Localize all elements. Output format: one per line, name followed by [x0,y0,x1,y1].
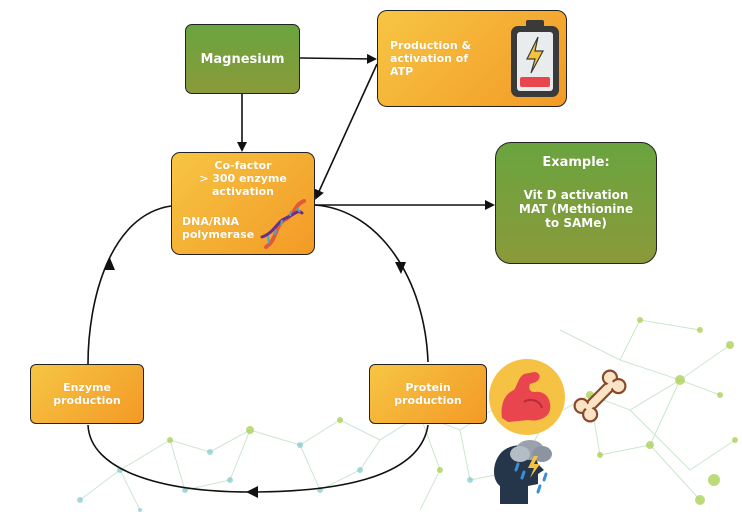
protein-production-node: Protein production [369,364,487,424]
cycle-arc-enzyme-to-cofactor [87,205,172,365]
dna-icon [260,199,306,249]
atp-label-line1: Production & [390,39,472,52]
flexed-arm-icon [489,359,565,435]
protein-label-line2: production [394,394,462,407]
example-line1: Vit D activation [523,188,629,202]
cycle-arc-cofactor-to-protein [314,204,429,363]
arrow-atp-to-cofactor [314,63,378,200]
dna-label-line1: DNA/RNA [182,215,240,228]
cofactor-label-line2: > 300 enzyme [199,172,287,185]
dna-label-line2: polymerase [182,228,255,241]
cycle-arrowhead-right [395,262,406,274]
cycle-arc-protein-to-enzyme [87,424,429,493]
bone-icon [573,369,627,423]
atp-node: Production & activation of ATP [377,10,567,107]
cofactor-node: Co-factor > 300 enzyme activation DNA/RN… [171,152,315,255]
enzyme-production-node: Enzyme production [30,364,144,424]
enzyme-label-line2: production [53,394,121,407]
cycle-arrowhead-bottom [246,486,258,498]
enzyme-label-line1: Enzyme [63,381,111,394]
example-node: Example: Vit D activation MAT (Methionin… [495,142,657,264]
arrow-magnesium-to-atp [299,53,377,64]
battery-icon [511,20,559,97]
example-title: Example: [542,155,610,170]
cofactor-label-line3: activation [212,185,274,198]
magnesium-node: Magnesium [185,24,300,94]
protein-label-line1: Protein [405,381,451,394]
head-storm-icon [494,440,552,504]
atp-label-line2: activation of ATP [390,52,469,78]
cycle-arrowhead-left [104,258,115,270]
example-line3: to SAMe) [545,216,607,230]
cofactor-label-line1: Co-factor [214,159,272,172]
magnesium-label: Magnesium [200,51,285,67]
example-line2: MAT (Methionine [518,202,634,216]
